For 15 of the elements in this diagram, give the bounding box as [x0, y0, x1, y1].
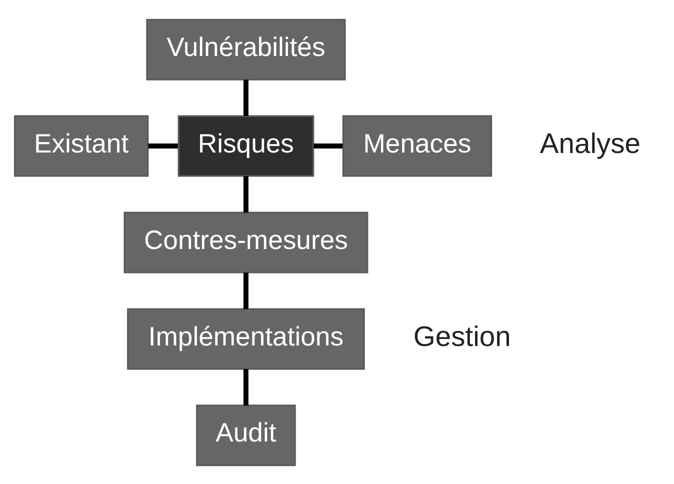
node-box: Implémentations [127, 308, 365, 370]
node-box: Contres-mesures [124, 211, 368, 273]
label: Analyse [540, 126, 640, 158]
connector [148, 143, 178, 148]
label: Gestion [413, 319, 511, 352]
connector [243, 368, 248, 405]
node-box: Audit [196, 404, 296, 466]
connector [314, 143, 343, 148]
connector [243, 79, 248, 116]
node-box: Risques [178, 114, 314, 176]
connector [243, 272, 248, 309]
node-box: Vulnérabilités [146, 18, 346, 80]
node-box: Menaces [342, 114, 492, 176]
node-box: Existant [14, 114, 149, 176]
connector [243, 176, 248, 212]
